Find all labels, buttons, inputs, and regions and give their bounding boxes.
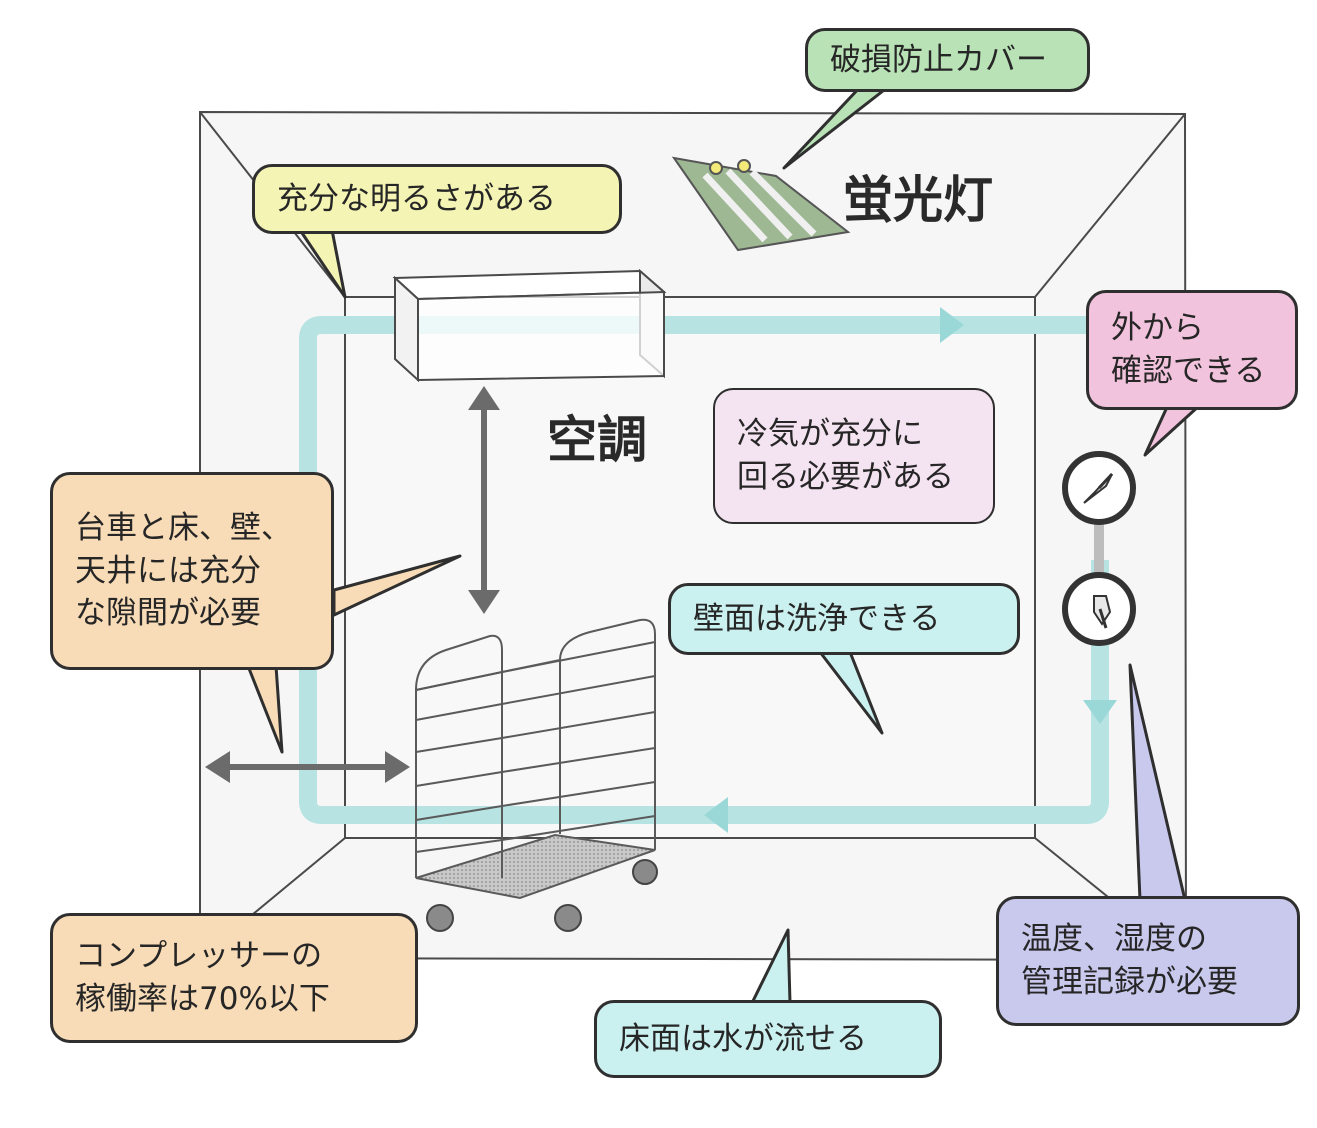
clearance-required-callout: 台車と床、壁、 天井には充分 な隙間が必要 [50,472,334,670]
cart-icon [415,618,658,932]
airflow-arrow-left [704,797,728,833]
airflow-arrow-right [940,307,964,343]
fluorescent-light-label: 蛍光灯 [843,171,993,229]
airflow-loop [299,307,1117,833]
cold-air-circulation-line-1: 冷気が充分に [737,416,923,453]
temp-humidity-records-line-2: 管理記録が必要 [1021,964,1238,1000]
horizontal-clearance-arrow [205,751,410,783]
cold-air-circulation-callout: 冷気が充分に 回る必要がある [713,388,995,524]
washable-floor-text: 床面は水が流せる [619,1020,867,1057]
air-conditioner-label: 空調 [547,411,647,469]
cold-air-circulation-line-2: 回る必要がある [737,459,954,495]
clearance-required-line-2: 天井には充分 [75,552,261,589]
temp-humidity-records-line-1: 温度、湿度の [1021,921,1207,958]
check-from-outside-callout: 外から 確認できる [1086,290,1298,410]
compressor-rate-callout: コンプレッサーの 稼働率は70%以下 [50,913,418,1043]
thermometer-gauge-icon [1062,451,1136,525]
compressor-rate-line-2: 稼働率は70%以下 [75,981,330,1017]
air-conditioner-unit [392,268,667,383]
room-outline [199,110,1188,962]
fluorescent-light-icon [671,156,851,252]
sufficient-brightness-callout: 充分な明るさがある [252,164,622,234]
pointer-clearance-vertical [332,554,462,617]
check-from-outside-line-2: 確認できる [1111,353,1266,389]
hygrometer-gauge-icon [1062,572,1136,646]
washable-floor-callout: 床面は水が流せる [594,1000,942,1078]
washable-walls-text: 壁面は洗浄できる [693,600,941,637]
vertical-clearance-arrow [468,386,500,614]
sufficient-brightness-text: 充分な明るさがある [277,180,556,217]
temp-humidity-records-callout: 温度、湿度の 管理記録が必要 [996,896,1300,1026]
gauge-connector [1094,520,1104,576]
compressor-rate-line-1: コンプレッサーの [75,938,323,975]
check-from-outside-line-1: 外から [1111,310,1204,347]
breakage-cover-text: 破損防止カバー [830,41,1047,78]
clearance-required-line-1: 台車と床、壁、 [75,509,292,546]
washable-walls-callout: 壁面は洗浄できる [668,583,1020,655]
airflow-arrow-down [1083,700,1117,724]
clearance-required-line-3: な隙間が必要 [75,595,261,632]
breakage-cover-callout: 破損防止カバー [805,28,1090,92]
